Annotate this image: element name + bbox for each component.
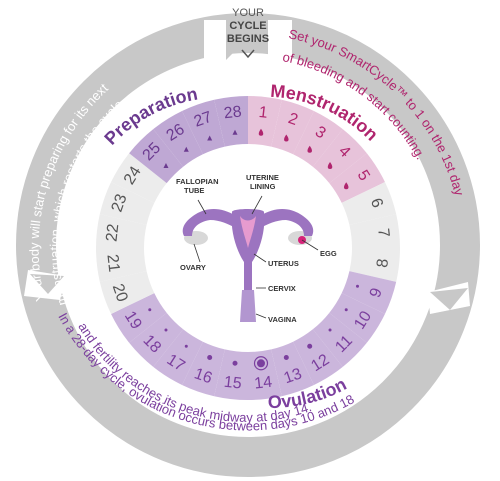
- preparation-marker-icon: [232, 129, 238, 135]
- day-number: 19: [121, 308, 145, 332]
- fertility-dot: [328, 328, 332, 332]
- day-number: 27: [192, 109, 215, 131]
- outer-ring: [16, 13, 480, 477]
- day-segment: [248, 96, 282, 147]
- label-fallopian-line1: FALLOPIAN: [176, 177, 219, 186]
- day-segment: [271, 341, 314, 397]
- day-number: 12: [308, 351, 332, 375]
- fertility-dot: [232, 360, 238, 366]
- arrow-right-icon: [430, 288, 468, 310]
- day-segment: [96, 214, 147, 248]
- fertility-dot: [344, 308, 348, 312]
- cycle-begins-header: YOUR CYCLE BEGINS: [227, 7, 269, 59]
- day-segment: [182, 341, 225, 397]
- day-number: 28: [223, 103, 243, 122]
- label-cervix: CERVIX: [268, 284, 296, 293]
- label-vagina: VAGINA: [268, 315, 297, 324]
- day-segment: [271, 99, 314, 155]
- day-segment: [153, 111, 203, 167]
- left-fallopian-tube: [182, 209, 236, 236]
- day-segment: [293, 111, 343, 167]
- day-number: 13: [282, 365, 305, 387]
- day-segment: [248, 349, 282, 400]
- day-number: 23: [109, 192, 131, 215]
- day-number: 14: [253, 374, 273, 393]
- uterus-shape: [231, 209, 265, 290]
- day-segment: [329, 293, 385, 343]
- peak-fertility-dot: [256, 359, 265, 368]
- day-segment: [99, 271, 155, 314]
- blood-drop-icon: [327, 161, 333, 169]
- label-uterine-line1: UTERINE: [246, 173, 279, 182]
- peak-fertility-ring: [253, 356, 269, 371]
- day-segment: [214, 349, 248, 400]
- day-segment: [129, 312, 184, 367]
- day-segment: [129, 129, 184, 184]
- fertility-dot: [184, 344, 188, 348]
- blood-drop-icon: [284, 134, 289, 142]
- day-number: 24: [121, 164, 145, 188]
- label-uterus: UTERUS: [268, 259, 299, 268]
- uterine-lining-shape: [240, 216, 256, 248]
- day-number: 16: [192, 365, 215, 387]
- day-segment: [329, 153, 385, 203]
- fertility-dot: [164, 328, 168, 332]
- header-cycle: CYCLE: [229, 20, 266, 32]
- day-number: 15: [223, 374, 243, 393]
- blood-drop-icon: [343, 182, 349, 190]
- label-uterine-line2: LINING: [250, 182, 276, 191]
- day-segment: [293, 329, 343, 385]
- chevron-down-icon: [241, 49, 255, 59]
- day-number: 20: [109, 282, 131, 305]
- fertility-dot: [148, 308, 152, 312]
- day-number: 26: [164, 121, 188, 145]
- label-fallopian-line2: TUBE: [184, 186, 204, 195]
- preparation-marker-icon: [163, 162, 169, 168]
- day-number: 8: [374, 258, 392, 269]
- day-number: 21: [103, 253, 122, 273]
- right-fallopian-tube: [260, 209, 314, 236]
- day-segment: [341, 271, 397, 314]
- day-segment: [349, 214, 400, 248]
- day-segment: [153, 329, 203, 385]
- arrow-left-icon: [30, 274, 64, 294]
- day-segment: [214, 96, 248, 147]
- day-segment: [96, 248, 147, 282]
- day-segment: [349, 248, 400, 282]
- preparation-marker-icon: [183, 146, 189, 152]
- fertility-dot: [307, 343, 313, 349]
- day-segment: [341, 182, 397, 225]
- fertility-dot: [207, 354, 213, 360]
- day-segment: [111, 293, 167, 343]
- day-segment: [312, 129, 367, 184]
- day-number: 1: [258, 104, 269, 122]
- fertility-dot: [283, 354, 289, 360]
- day-segment: [312, 312, 367, 367]
- day-number: 17: [164, 351, 188, 375]
- blood-drop-icon: [258, 128, 264, 136]
- day-number: 22: [103, 223, 122, 243]
- day-segment: [182, 99, 225, 155]
- reproductive-anatomy-illustration: FALLOPIAN TUBE UTERINE LINING EGG OVARY …: [176, 173, 337, 324]
- fertility-dot: [355, 284, 359, 288]
- arrow-top-icon: [226, 24, 244, 60]
- label-egg: EGG: [320, 249, 337, 258]
- blood-drop-icon: [307, 145, 312, 153]
- preparation-marker-icon: [207, 135, 213, 141]
- day-number: 7: [374, 227, 392, 238]
- header-your: YOUR: [232, 7, 264, 19]
- day-number: 10: [351, 308, 375, 332]
- label-ovary: OVARY: [180, 263, 206, 272]
- day-segment: [111, 153, 167, 203]
- day-segment: [99, 182, 155, 225]
- cervix-vagina-shape: [240, 290, 256, 322]
- header-begins: BEGINS: [227, 33, 269, 45]
